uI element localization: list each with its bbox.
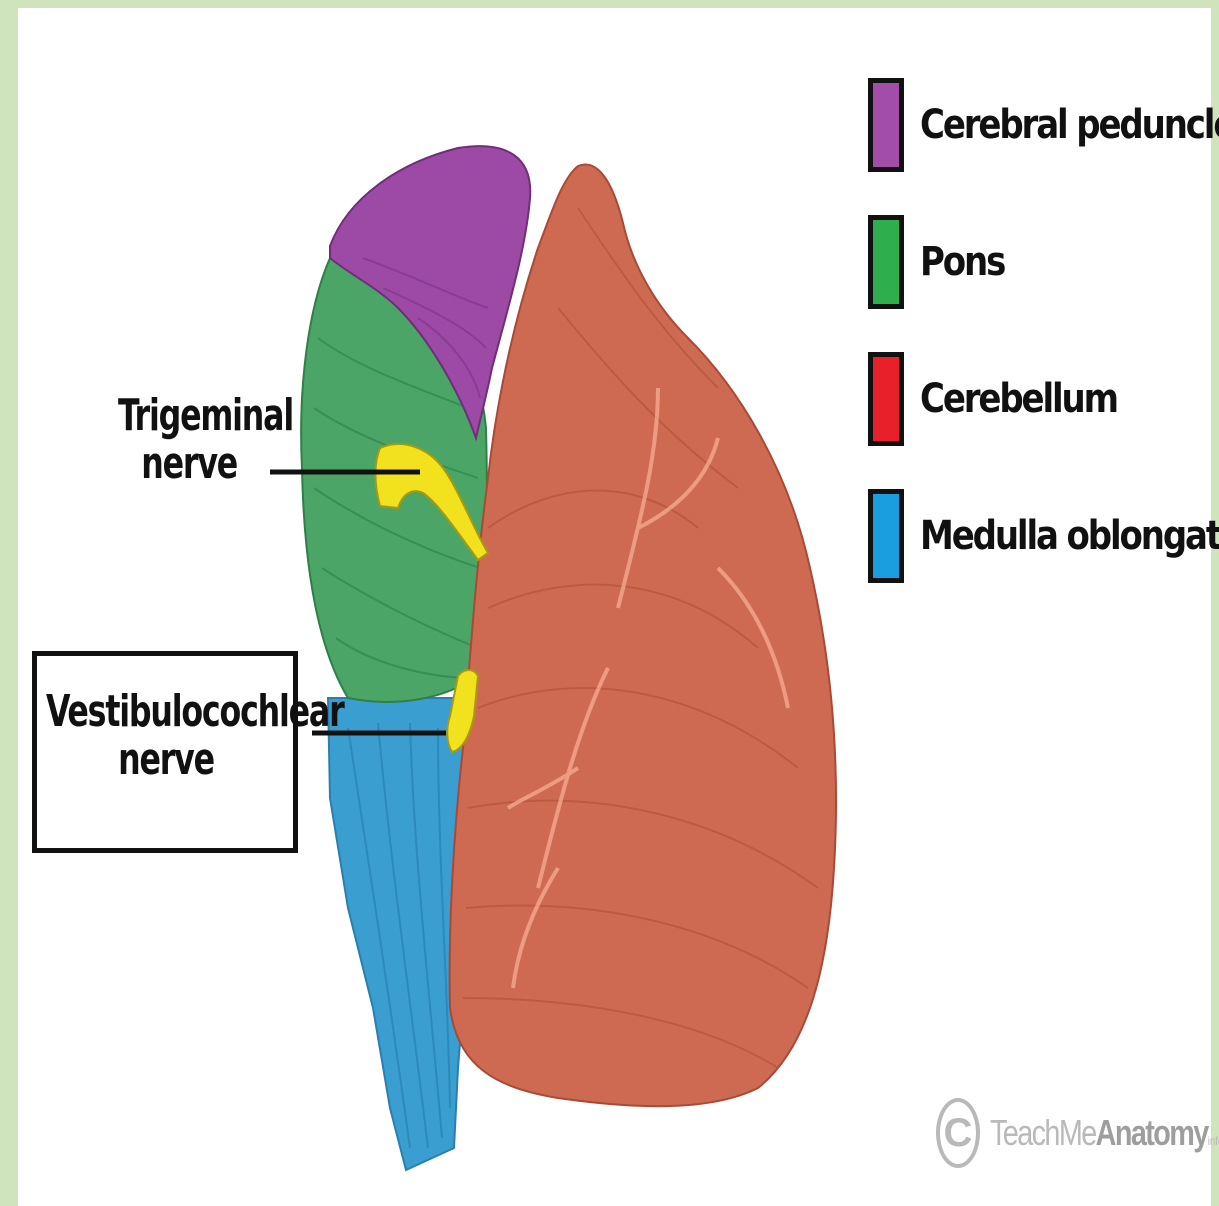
legend-swatch-cerebellum bbox=[868, 352, 904, 446]
watermark-text-b: Anatomy bbox=[1096, 1112, 1208, 1153]
vestibulocochlear-label-line1: Vestibulocochlear bbox=[46, 688, 286, 736]
trigeminal-label-line1: Trigeminal bbox=[118, 392, 246, 440]
legend-label-cerebral-peduncles: Cerebral peduncles bbox=[920, 102, 1219, 148]
copyright-symbol: C bbox=[944, 1111, 973, 1156]
watermark-text: TeachMeAnatomyinfo bbox=[990, 1112, 1219, 1154]
legend-swatch-pons bbox=[868, 215, 904, 309]
legend-label-cerebellum: Cerebellum bbox=[920, 376, 1117, 422]
legend-label-medulla-oblongata: Medulla oblongata bbox=[920, 513, 1219, 559]
medulla-oblongata-region bbox=[328, 698, 470, 1170]
brainstem-illustration bbox=[18, 8, 1211, 1206]
legend-item-medulla-oblongata: Medulla oblongata bbox=[868, 489, 1219, 583]
legend-swatch-cerebral-peduncles bbox=[868, 78, 904, 172]
watermark-suffix: info bbox=[1208, 1134, 1219, 1148]
legend-item-pons: Pons bbox=[868, 215, 1019, 309]
watermark-text-a: TeachMe bbox=[990, 1112, 1096, 1153]
trigeminal-label: Trigeminal nerve bbox=[118, 392, 246, 489]
trigeminal-label-line2: nerve bbox=[132, 440, 246, 488]
legend-item-cerebellum: Cerebellum bbox=[868, 352, 1152, 446]
legend-item-cerebral-peduncles: Cerebral peduncles bbox=[868, 78, 1219, 172]
teachmeanatomy-watermark: C TeachMeAnatomyinfo bbox=[936, 1098, 1219, 1168]
vestibulocochlear-label-line2: nerve bbox=[46, 736, 286, 784]
diagram-frame: Trigeminal nerve Vestibulocochlear nerve… bbox=[18, 8, 1211, 1206]
legend-label-pons: Pons bbox=[920, 239, 1004, 285]
legend-swatch-medulla-oblongata bbox=[868, 489, 904, 583]
copyright-icon: C bbox=[936, 1098, 980, 1168]
vestibulocochlear-label: Vestibulocochlear nerve bbox=[46, 688, 286, 785]
